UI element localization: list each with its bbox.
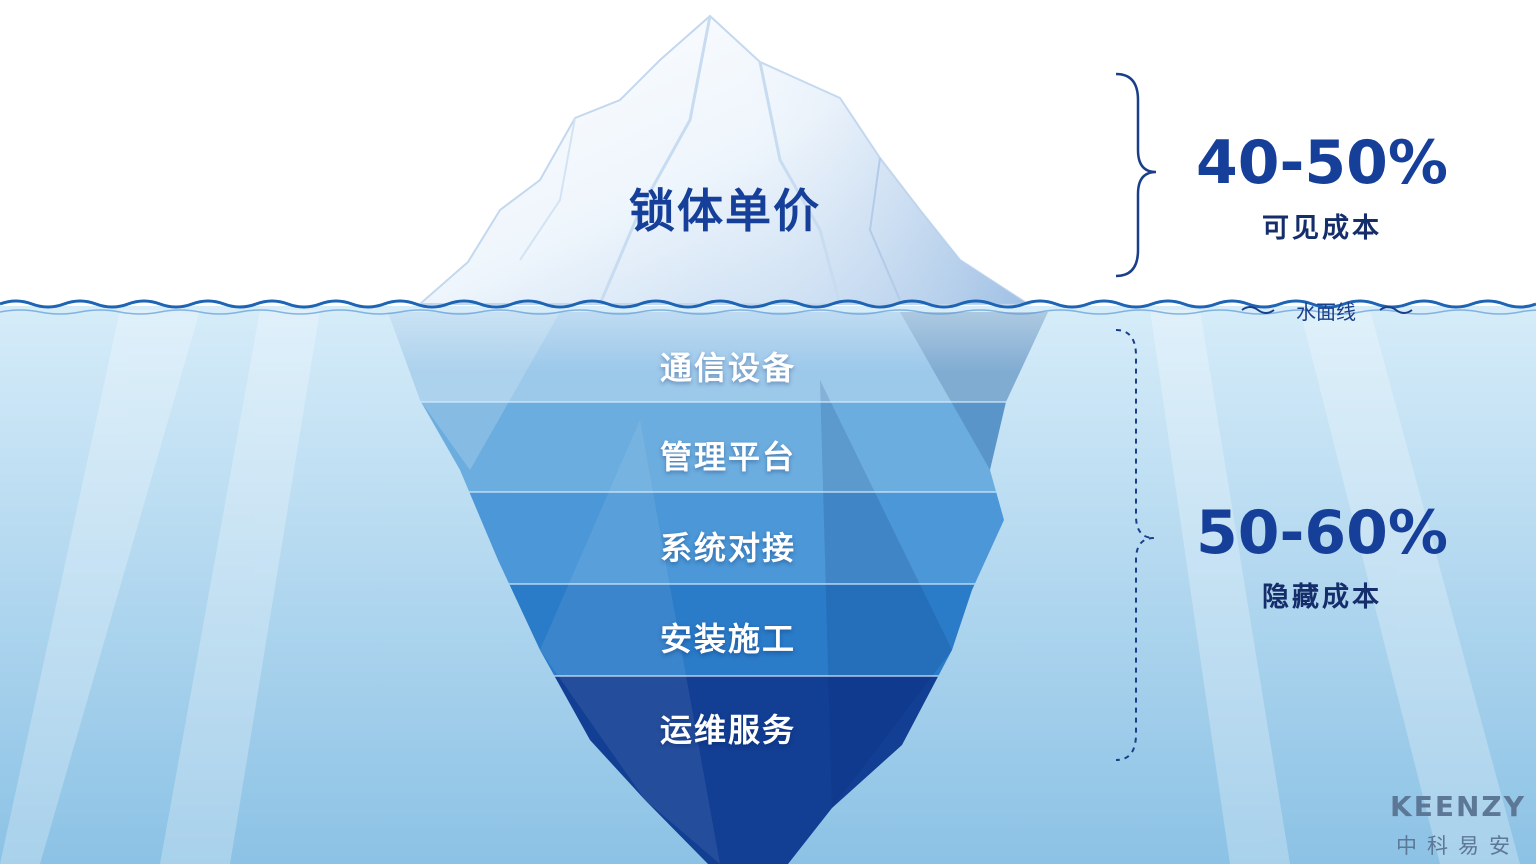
waterline-label: 水面线 — [1296, 300, 1356, 324]
hidden-cost-percent: 50-60% — [1195, 498, 1448, 568]
brand-chinese-name: 中科易安 — [1396, 834, 1520, 858]
hidden-layer-label: 运维服务 — [659, 711, 796, 749]
hidden-layer-label: 系统对接 — [659, 529, 796, 567]
visible-cost-percent: 40-50% — [1195, 128, 1448, 198]
light-rays — [0, 310, 1520, 864]
water-surface — [0, 299, 1536, 309]
visible-cost-brace — [1115, 72, 1157, 278]
hidden-layer-label: 通信设备 — [659, 349, 796, 387]
waterline-tilde-right — [1379, 306, 1413, 314]
visible-cost-caption: 可见成本 — [1262, 213, 1382, 244]
hidden-cost-caption: 隐藏成本 — [1262, 582, 1382, 613]
hidden-layer-label: 安装施工 — [659, 620, 796, 658]
hidden-layer-label: 管理平台 — [659, 438, 796, 476]
waterline-tilde-left — [1241, 306, 1275, 314]
iceberg-tip — [417, 14, 1032, 305]
brand-logo-text: KEENZY — [1390, 790, 1526, 823]
visible-cost-item-label: 锁体单价 — [629, 184, 821, 238]
